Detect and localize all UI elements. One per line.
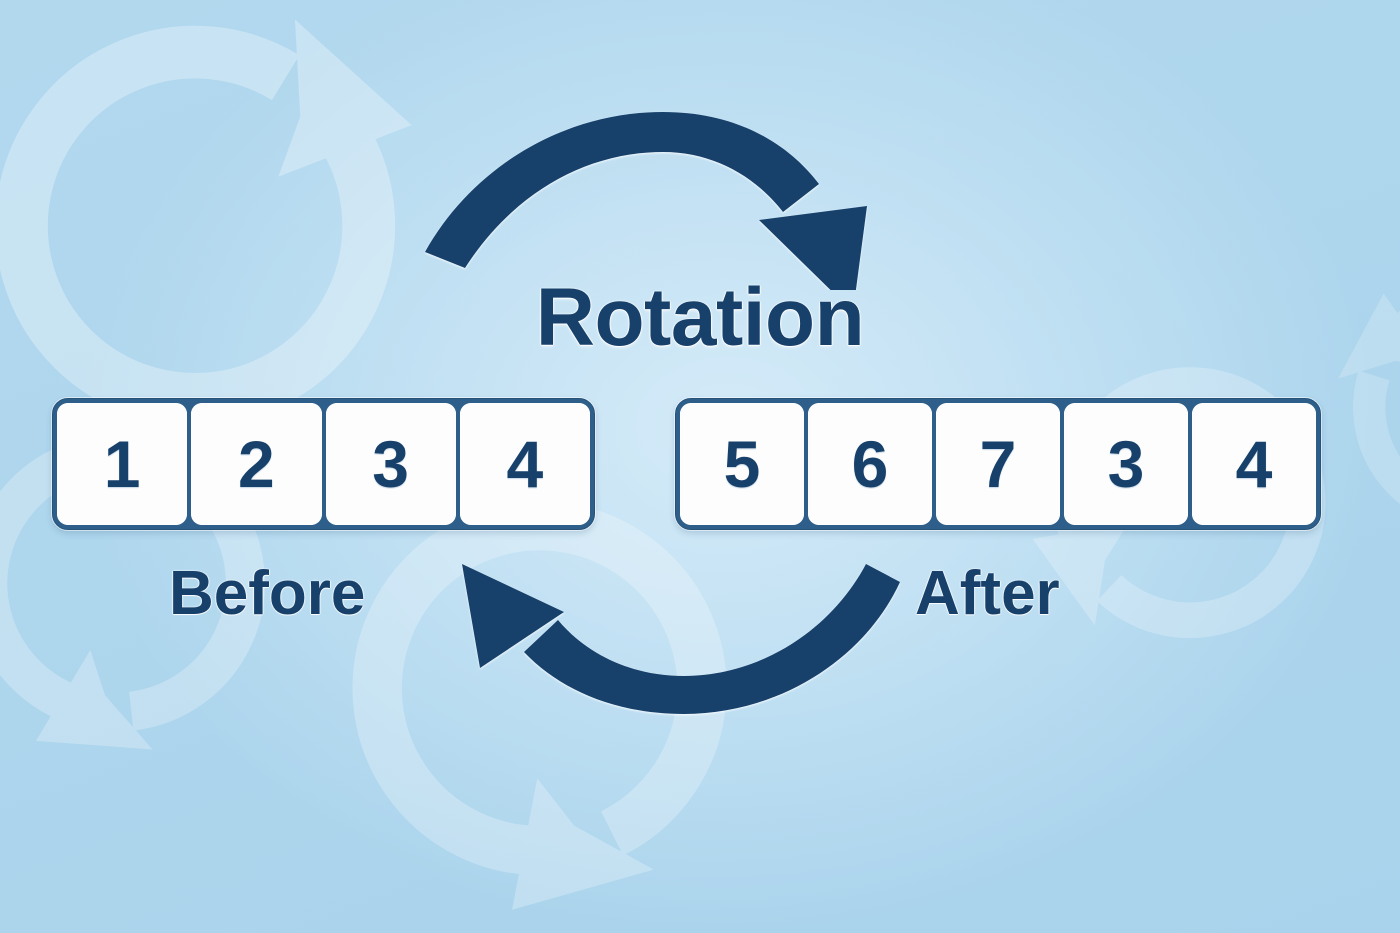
array-after: 5 6 7 3 4	[675, 398, 1321, 530]
array-cell[interactable]: 4	[459, 403, 590, 525]
cell-value: 7	[979, 427, 1017, 501]
cell-value: 4	[1235, 427, 1273, 501]
array-cell[interactable]: 2	[191, 403, 322, 525]
cell-value: 4	[506, 427, 544, 501]
page-title: Rotation	[535, 272, 865, 363]
cell-value: 2	[238, 427, 275, 501]
array-cell[interactable]: 3	[1064, 403, 1188, 525]
array-cell[interactable]: 6	[808, 403, 932, 525]
clockwise-rotation-arrow	[425, 112, 867, 290]
array-before: 1 2 3 4	[52, 398, 595, 530]
array-label-before: Before	[169, 559, 366, 628]
array-cell[interactable]: 5	[680, 403, 804, 525]
array-label-after: After	[915, 559, 1060, 628]
cell-value: 3	[1107, 427, 1145, 501]
array-cell[interactable]: 7	[936, 403, 1060, 525]
cell-value: 5	[723, 427, 761, 501]
array-cell[interactable]: 1	[57, 403, 188, 525]
cell-value: 3	[372, 427, 409, 501]
counterclockwise-rotation-arrow	[462, 564, 900, 714]
cell-value: 6	[851, 427, 889, 501]
array-cell[interactable]: 4	[1192, 403, 1316, 525]
cell-value: 1	[103, 427, 141, 501]
array-cell[interactable]: 3	[325, 403, 456, 525]
